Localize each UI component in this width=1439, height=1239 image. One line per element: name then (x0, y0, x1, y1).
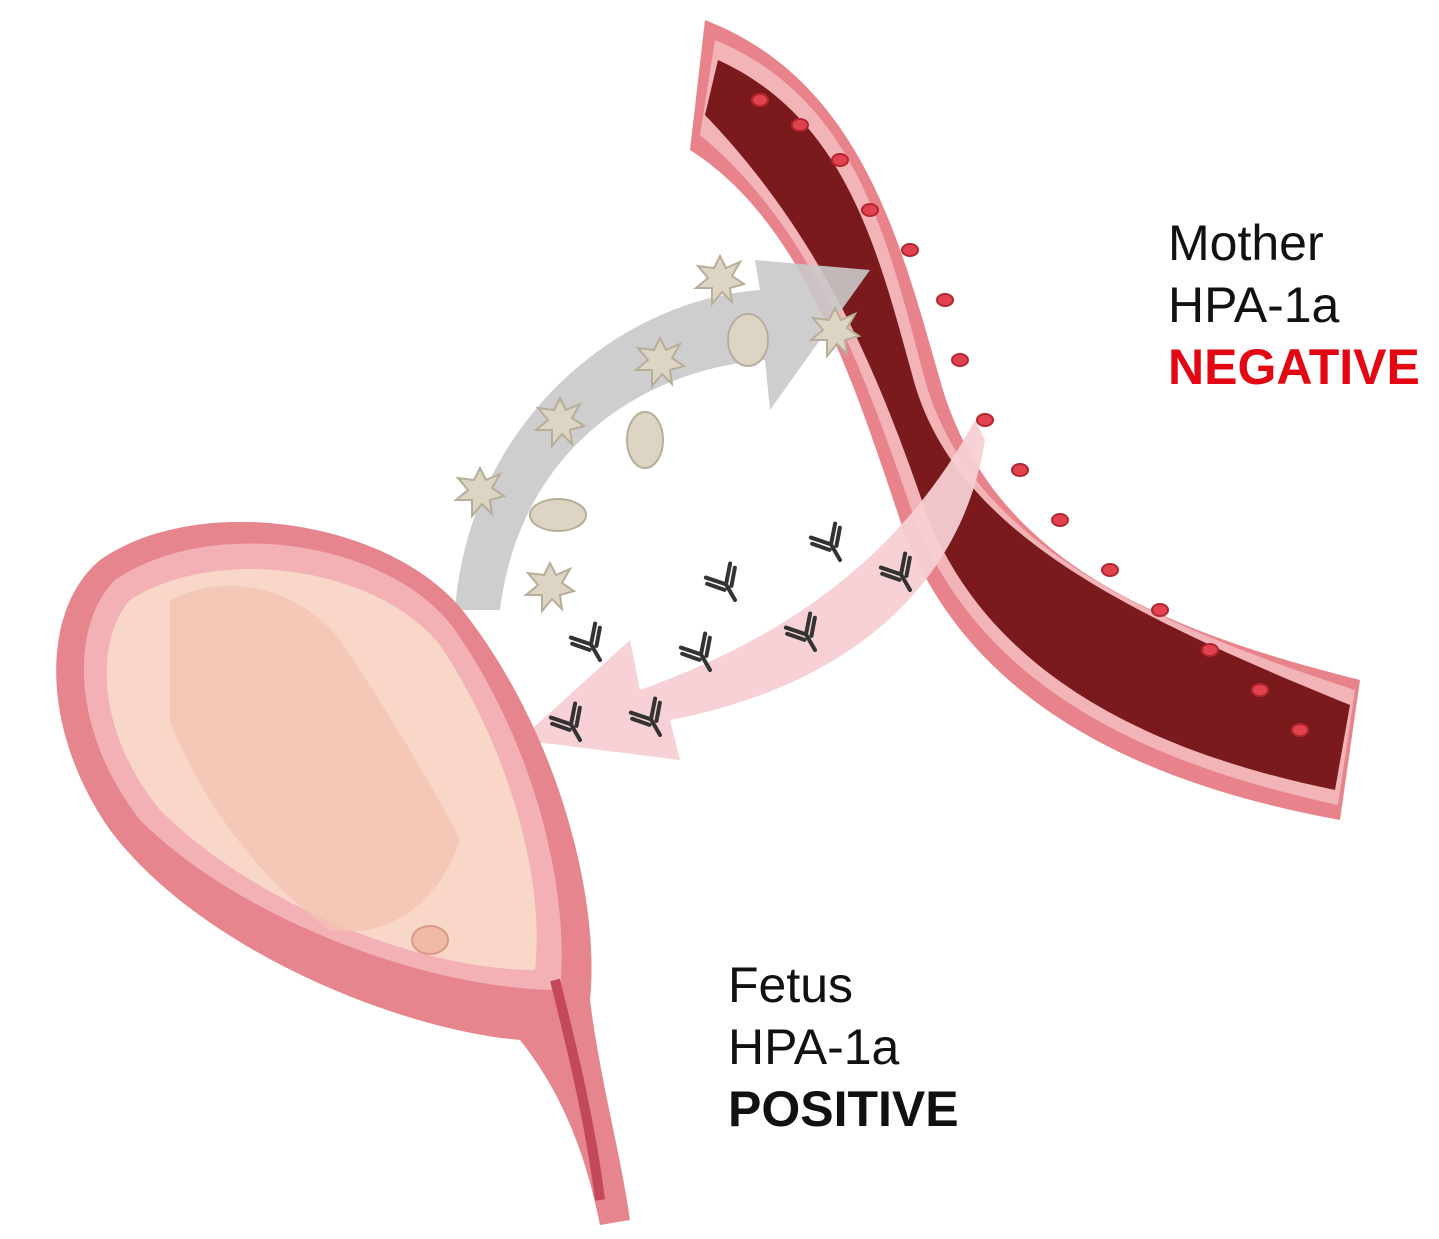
fetus-antigen: HPA-1a (728, 1016, 959, 1078)
blood-vessel (690, 20, 1360, 820)
mother-label: Mother HPA-1a NEGATIVE (1168, 212, 1420, 398)
fetus-label: Fetus HPA-1a POSITIVE (728, 954, 959, 1140)
fetus-status: POSITIVE (728, 1078, 959, 1140)
uterus-with-fetus (56, 522, 630, 1225)
fetus-title: Fetus (728, 954, 959, 1016)
mother-status: NEGATIVE (1168, 336, 1420, 398)
mother-antigen: HPA-1a (1168, 274, 1420, 336)
mother-title: Mother (1168, 212, 1420, 274)
